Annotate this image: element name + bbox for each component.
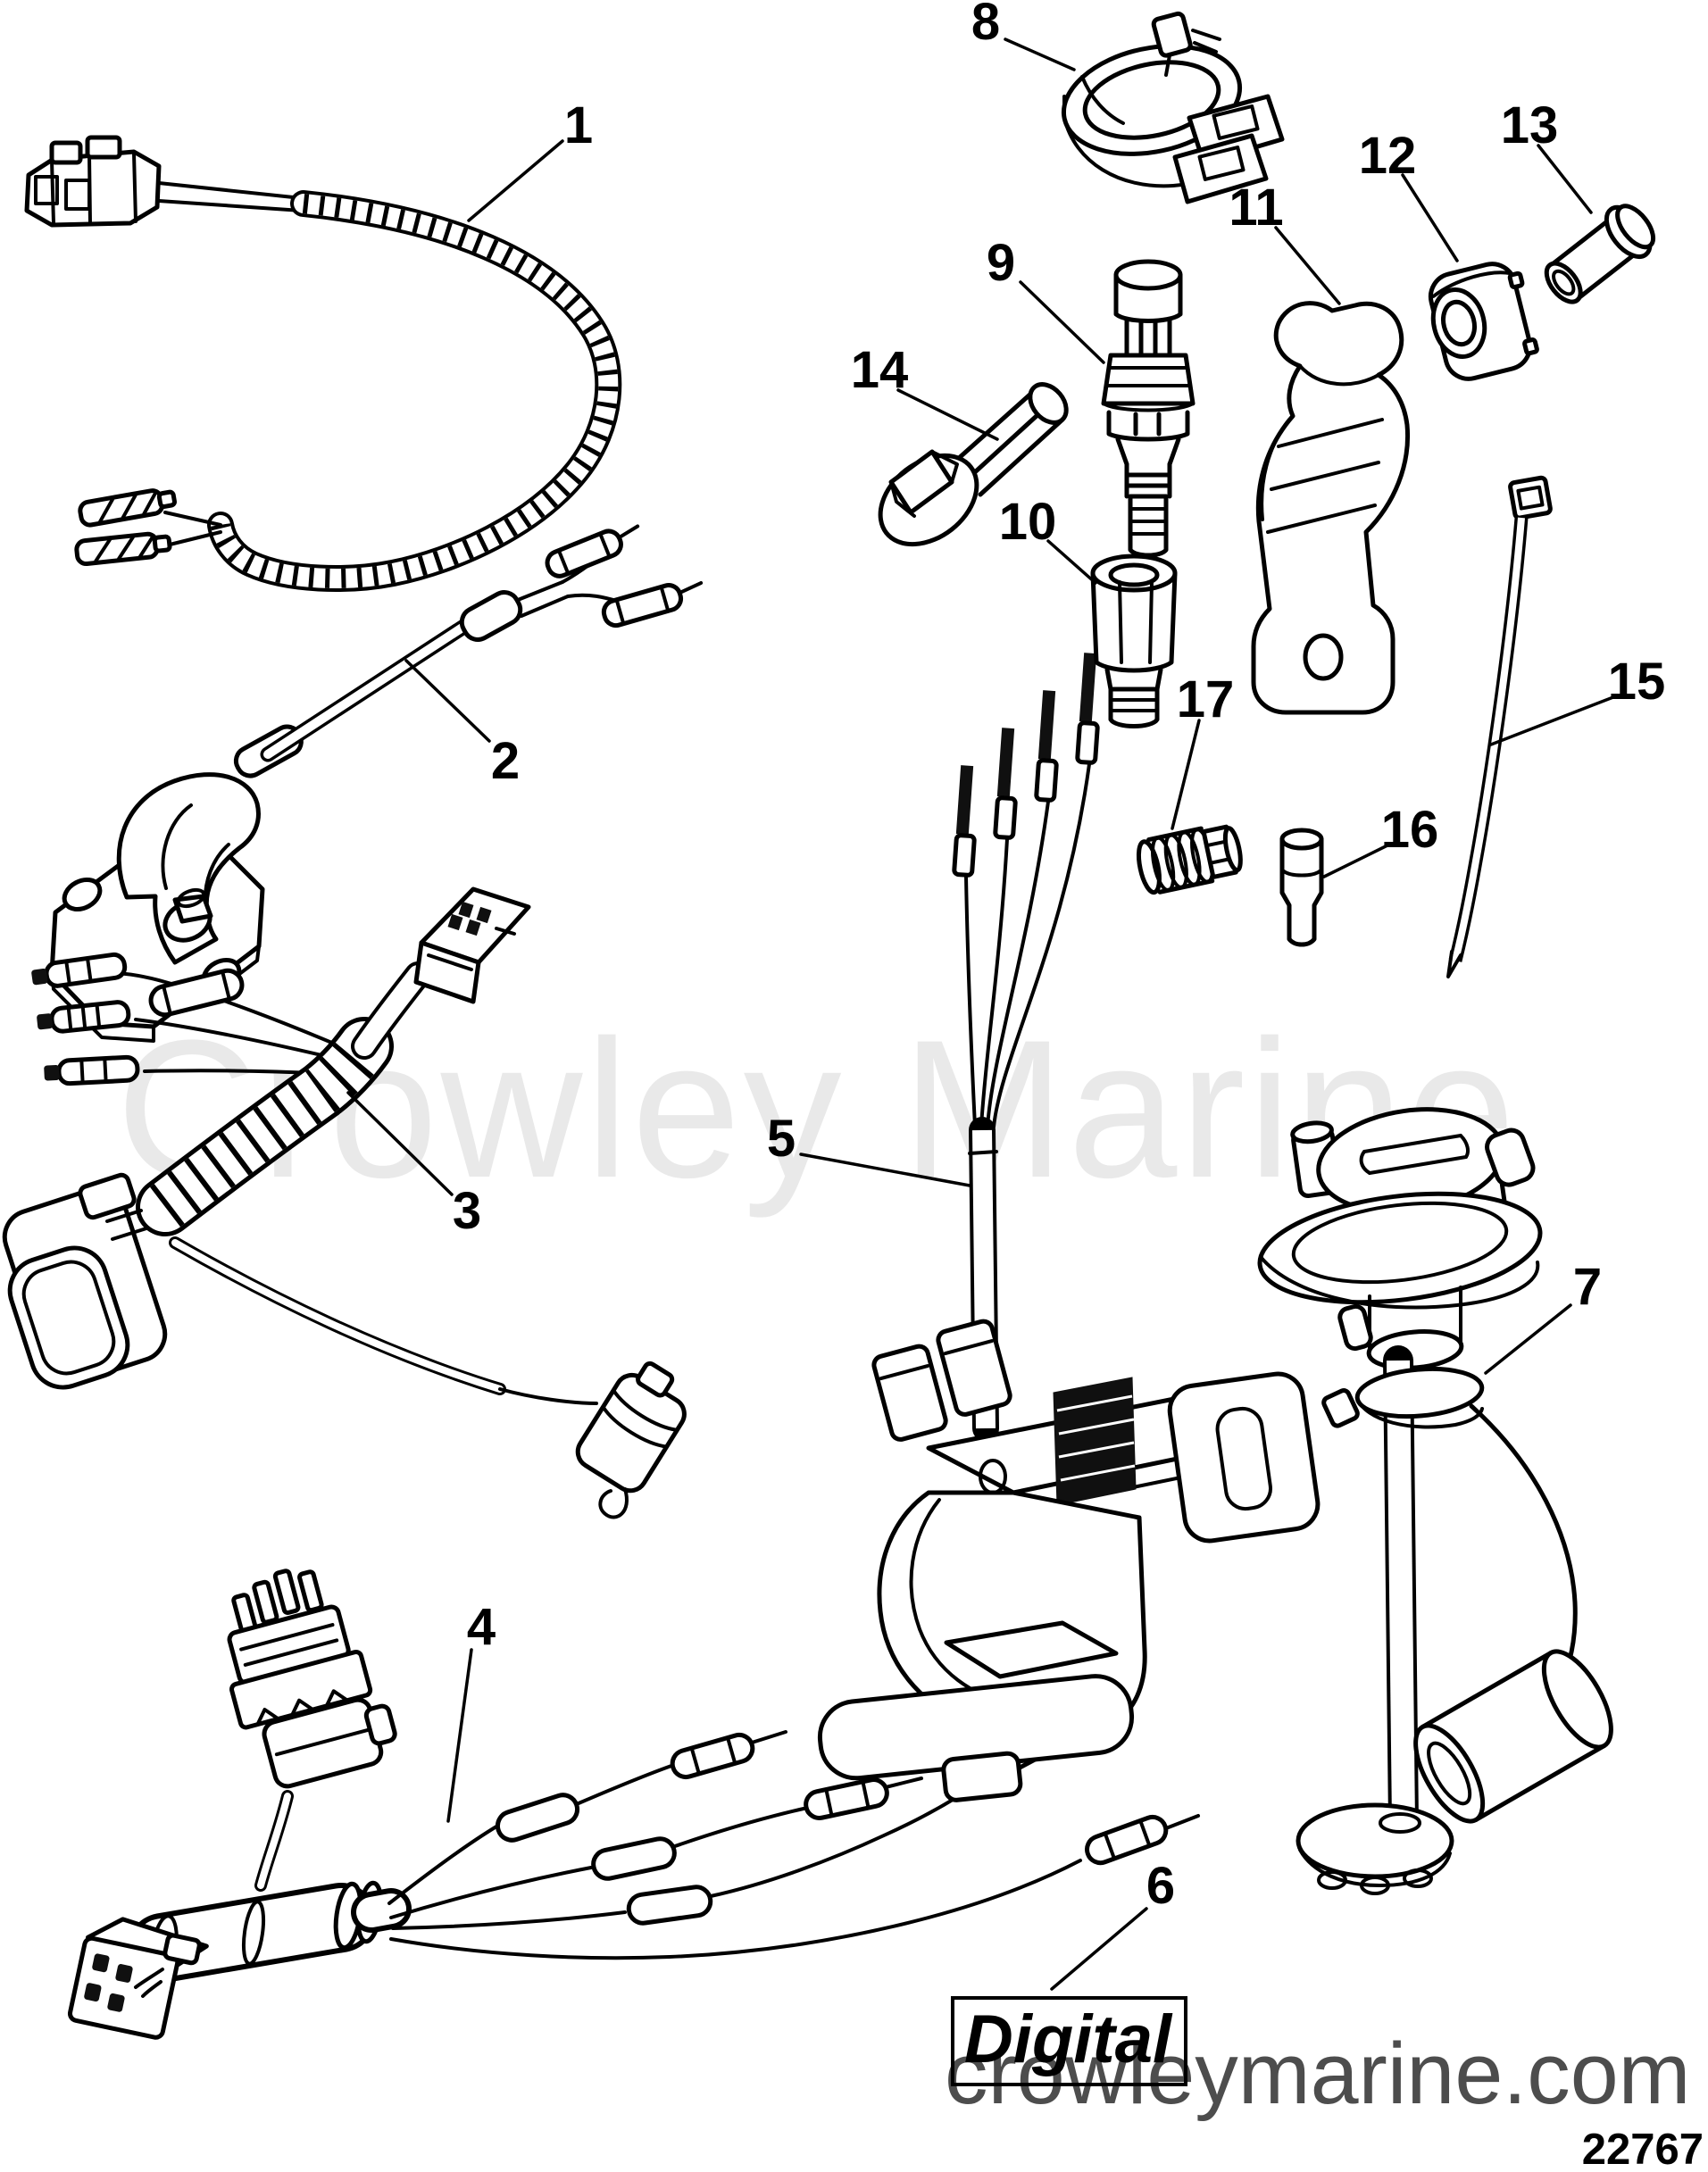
digital-label: Digital — [964, 2001, 1173, 2077]
harness-connector — [413, 886, 531, 1004]
callout-9: 9 — [987, 234, 1105, 364]
callout-11-label: 11 — [1229, 179, 1283, 237]
pin-connector — [67, 1917, 209, 2040]
part-11-bracket-clip — [1251, 301, 1411, 715]
callout-14: 14 — [851, 341, 999, 441]
part-16-cap-plug — [1279, 828, 1324, 947]
callout-17-label: 17 — [1177, 670, 1235, 728]
callout-13: 13 — [1501, 96, 1593, 214]
part-15-cable-tie — [1446, 475, 1553, 978]
digital-label-box — [951, 1996, 1187, 2086]
part-2-crank-sensor-cable — [49, 524, 704, 1043]
callout-8: 8 — [971, 0, 1076, 71]
callout-3-label: 3 — [453, 1182, 481, 1240]
weatherpack-connector — [2, 1172, 168, 1390]
part-14-flange-bolt — [878, 382, 1069, 547]
part-7-fuel-sender — [1257, 1107, 1613, 1895]
callout-5: 5 — [767, 1110, 971, 1187]
callout-2: 2 — [404, 659, 520, 790]
callout-9-label: 9 — [987, 234, 1015, 292]
callout-6-label: 6 — [1146, 1857, 1175, 1915]
wire-terminals — [952, 653, 1100, 878]
callout-11: 11 — [1229, 179, 1341, 305]
callout-16: 16 — [1322, 801, 1439, 878]
callout-10: 10 — [999, 493, 1097, 585]
part-1-coiled-cable — [24, 135, 622, 592]
callout-12: 12 — [1359, 127, 1459, 262]
float — [1413, 1649, 1613, 1824]
callout-8-label: 8 — [971, 0, 1000, 51]
callout-17: 17 — [1171, 670, 1235, 830]
callout-12-label: 12 — [1359, 127, 1417, 185]
callout-6: 6 — [1050, 1857, 1175, 1991]
callout-5-label: 5 — [767, 1110, 796, 1168]
part-13-bushing — [1544, 204, 1656, 304]
callout-7-label: 7 — [1573, 1258, 1602, 1316]
callout-1: 1 — [467, 96, 593, 222]
callouts: 1 2 3 4 5 6 7 8 9 10 11 12 13 14 15 16 1… — [346, 0, 1666, 1991]
callout-14-label: 14 — [851, 341, 909, 399]
callout-10-label: 10 — [999, 493, 1057, 551]
part-10-fitting — [1090, 553, 1178, 728]
callout-4-label: 4 — [467, 1598, 496, 1656]
callout-7: 7 — [1484, 1258, 1602, 1375]
callout-1-label: 1 — [564, 96, 593, 154]
part-4-wiring-harness — [67, 1569, 1200, 2040]
part-12-nut — [1428, 262, 1539, 381]
part-8-clamp-ring — [1061, 11, 1285, 204]
striped-wire-end — [78, 488, 177, 528]
digital-label-box-fill — [953, 1998, 1186, 2085]
callout-16-label: 16 — [1381, 801, 1439, 859]
watermark-bottom: crowleymarine.com — [945, 2025, 1691, 2122]
callout-2-label: 2 — [491, 732, 520, 790]
callout-3: 3 — [346, 1091, 481, 1240]
part-5-coil-bracket-assembly — [817, 653, 1321, 1802]
drawing-number: 22767 — [1582, 2126, 1704, 2172]
callout-15-label: 15 — [1608, 653, 1666, 711]
callout-15: 15 — [1489, 653, 1666, 746]
part-9-pressure-sensor — [1101, 259, 1196, 558]
striped-wire-end — [74, 531, 172, 567]
callout-13-label: 13 — [1501, 96, 1559, 154]
round-plug — [575, 1361, 687, 1494]
stacked-connector — [227, 1569, 397, 1789]
part-17-ribbed-plug — [1136, 824, 1243, 895]
callout-4: 4 — [446, 1598, 496, 1823]
part-3-wiring-harness — [2, 886, 687, 1519]
